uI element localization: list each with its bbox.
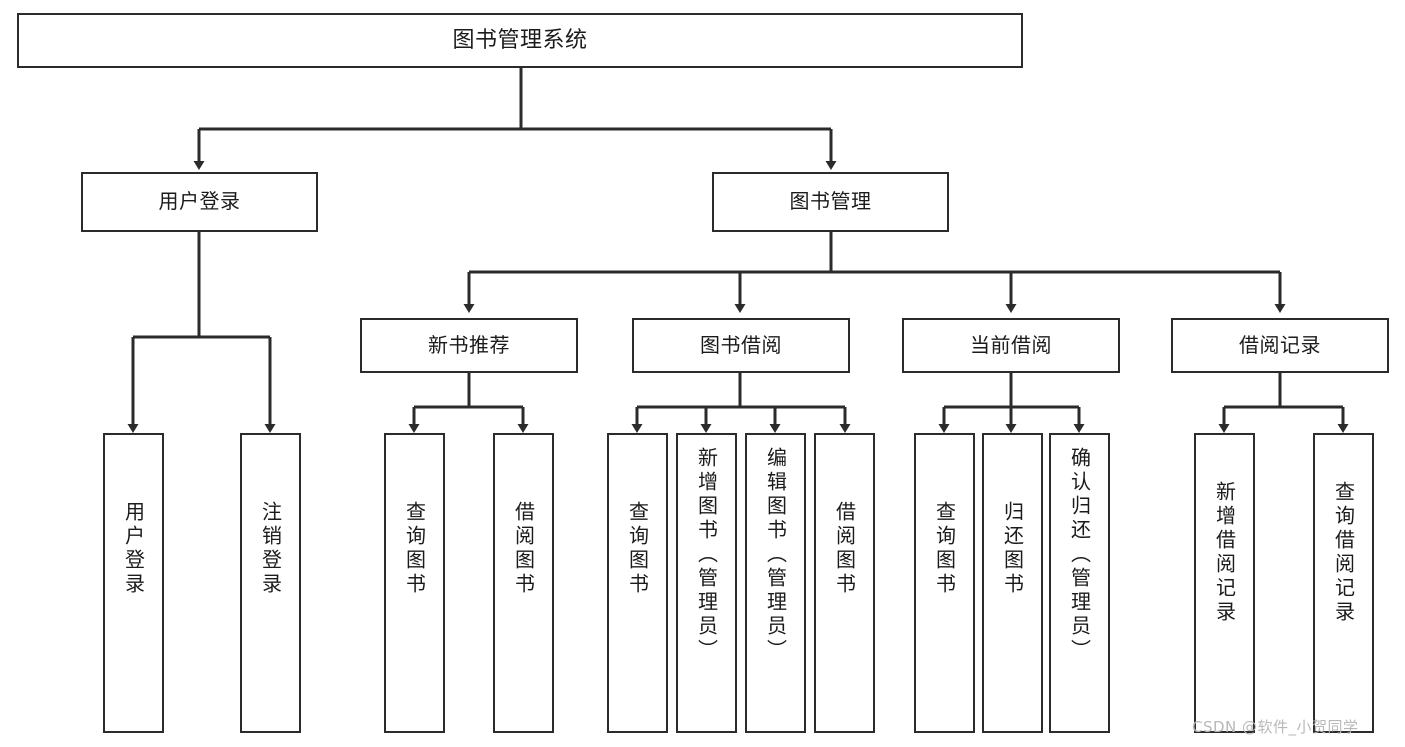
node-label: 图书借阅: [700, 332, 782, 357]
leaf-add-borrow-record[interactable]: 新增借阅记录: [1194, 433, 1255, 733]
leaf-borrow-book[interactable]: 借阅图书: [814, 433, 875, 733]
leaf-query-borrow-record[interactable]: 查询借阅记录: [1313, 433, 1374, 733]
node-label: 注销登录: [258, 501, 283, 597]
node-label: 查询图书: [625, 501, 650, 597]
leaf-borrow-book-recommend[interactable]: 借阅图书: [493, 433, 554, 733]
node-label: 图书管理: [789, 189, 872, 214]
watermark: CSDN @软件_小贺同学: [1192, 718, 1359, 736]
leaf-query-book-borrow[interactable]: 查询图书: [607, 433, 668, 733]
leaf-query-book-recommend[interactable]: 查询图书: [384, 433, 445, 733]
node-new-book-recommend[interactable]: 新书推荐: [360, 318, 578, 373]
leaf-return-book[interactable]: 归还图书: [982, 433, 1043, 733]
node-root-system[interactable]: 图书管理系统: [17, 13, 1023, 68]
node-label: 查询借阅记录: [1331, 481, 1356, 625]
node-label: 新增图书（管理员）: [694, 447, 719, 663]
node-book-borrow[interactable]: 图书借阅: [632, 318, 850, 373]
node-label: 查询图书: [402, 501, 427, 597]
leaf-user-logout[interactable]: 注销登录: [240, 433, 301, 733]
node-label: 编辑图书（管理员）: [763, 447, 788, 663]
node-book-management[interactable]: 图书管理: [712, 172, 949, 232]
node-label: 借阅记录: [1239, 332, 1321, 357]
node-user-login[interactable]: 用户登录: [81, 172, 318, 232]
node-current-borrow[interactable]: 当前借阅: [902, 318, 1120, 373]
node-label: 查询图书: [932, 501, 957, 597]
node-borrow-record[interactable]: 借阅记录: [1171, 318, 1389, 373]
leaf-edit-book-admin[interactable]: 编辑图书（管理员）: [745, 433, 806, 733]
node-label: 图书管理系统: [452, 27, 588, 53]
node-label: 新增借阅记录: [1212, 481, 1237, 625]
leaf-user-login[interactable]: 用户登录: [103, 433, 164, 733]
node-label: 确认归还（管理员）: [1067, 447, 1092, 663]
leaf-query-book-current[interactable]: 查询图书: [914, 433, 975, 733]
node-label: 用户登录: [158, 189, 241, 214]
leaf-confirm-return-admin[interactable]: 确认归还（管理员）: [1049, 433, 1110, 733]
node-label: 借阅图书: [511, 501, 536, 597]
node-label: 新书推荐: [428, 332, 510, 357]
node-label: 当前借阅: [970, 332, 1052, 357]
node-label: 归还图书: [1000, 501, 1025, 597]
node-label: 借阅图书: [832, 501, 857, 597]
leaf-add-book-admin[interactable]: 新增图书（管理员）: [676, 433, 737, 733]
node-label: 用户登录: [121, 501, 146, 597]
